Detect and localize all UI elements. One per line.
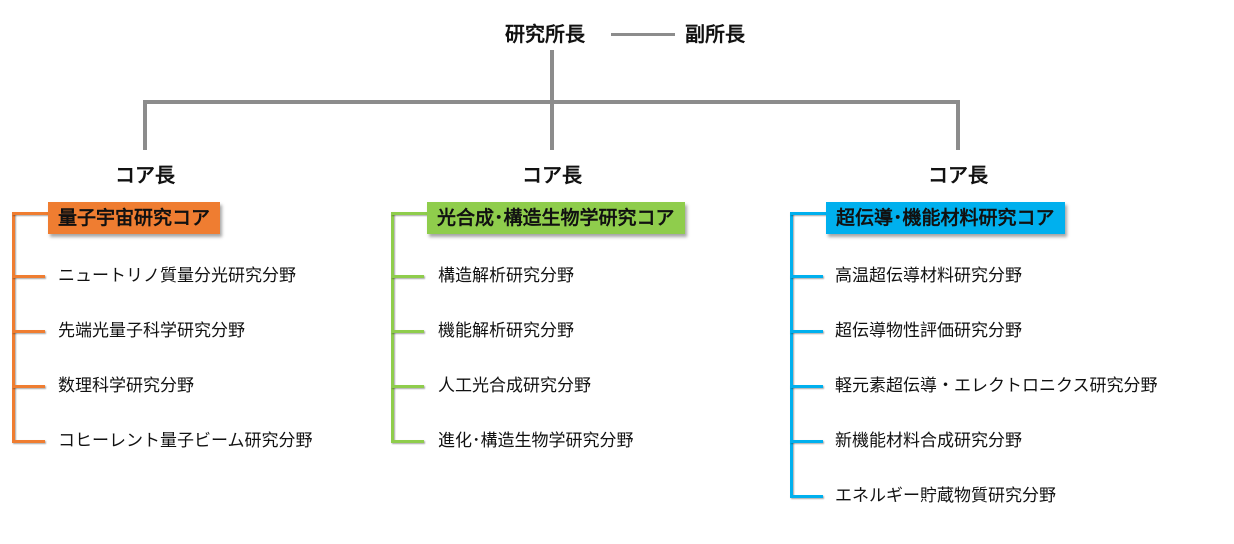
director-trunk-line: [550, 50, 554, 102]
core-1-field: 先端光量子科学研究分野: [58, 321, 245, 341]
core-1-header: 量子宇宙研究コア: [48, 202, 221, 234]
core-1-field: ニュートリノ質量分光研究分野: [58, 266, 296, 286]
core-2-field-tick: [391, 275, 424, 278]
core-leader-label-1: コア長: [115, 163, 175, 187]
core-3-field-tick: [790, 330, 823, 333]
core-2-field-tick: [391, 330, 424, 333]
core-2-field-tick: [391, 385, 424, 388]
core-3-field-tick: [790, 385, 823, 388]
core-3-field-tick: [790, 495, 823, 498]
core-leader-label-2: コア長: [522, 163, 582, 187]
core-2-bracket-vertical: [391, 212, 394, 441]
core-1-field: コヒーレント量子ビーム研究分野: [58, 431, 313, 451]
core-1-field-tick: [12, 440, 45, 443]
core-3-field-tick: [790, 275, 823, 278]
core-1-field: 数理科学研究分野: [58, 376, 194, 396]
branch-drop-right: [956, 100, 960, 150]
core-3-field: 新機能材料合成研究分野: [835, 431, 1022, 451]
director-deputy-connector: [611, 33, 675, 36]
core-1-field-tick: [12, 385, 45, 388]
core-1-bracket-vertical: [12, 212, 15, 441]
branch-drop-center: [550, 100, 554, 150]
core-2-field: 人工光合成研究分野: [438, 376, 591, 396]
core-1-field-tick: [12, 330, 45, 333]
core-1-field-tick: [12, 275, 45, 278]
core-3-field: エネルギー貯蔵物質研究分野: [835, 486, 1056, 506]
core-2-field: 進化･構造生物学研究分野: [438, 431, 634, 451]
core-2-bracket-top: [391, 212, 427, 215]
core-3-field: 軽元素超伝導・エレクトロニクス研究分野: [835, 376, 1158, 396]
branch-drop-left: [143, 100, 147, 150]
core-2-field: 機能解析研究分野: [438, 321, 574, 341]
core-3-field: 高温超伝導材料研究分野: [835, 266, 1022, 286]
core-leader-label-3: コア長: [928, 163, 988, 187]
core-3-bracket-vertical: [790, 212, 793, 496]
core-2-header: 光合成･構造生物学研究コア: [427, 202, 685, 234]
core-3-field-tick: [790, 440, 823, 443]
core-3-bracket-top: [790, 212, 826, 215]
director-label: 研究所長: [505, 22, 585, 46]
core-3-field: 超伝導物性評価研究分野: [835, 321, 1022, 341]
core-1-bracket-top: [12, 212, 48, 215]
core-2-field-tick: [391, 440, 424, 443]
core-3-header: 超伝導･機能材料研究コア: [826, 202, 1065, 234]
deputy-label: 副所長: [685, 22, 745, 46]
core-2-field: 構造解析研究分野: [438, 266, 574, 286]
